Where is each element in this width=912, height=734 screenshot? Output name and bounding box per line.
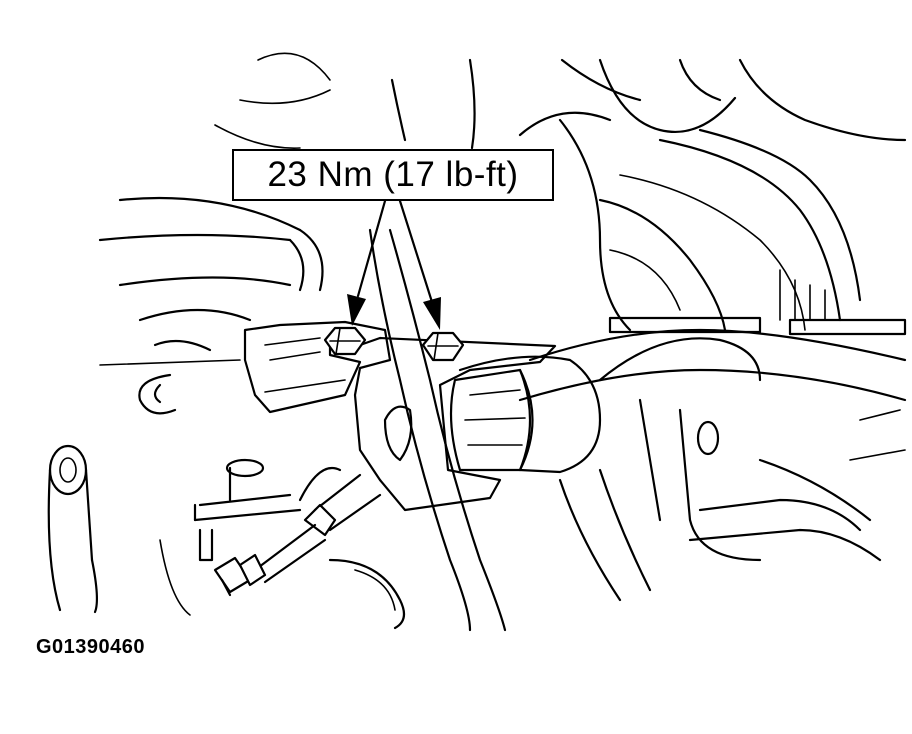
hydraulic-line: [253, 473, 382, 584]
hose-left: [98, 196, 324, 366]
torque-spec-label: 23 Nm (17 lb-ft): [267, 155, 519, 194]
lower-component: [159, 458, 406, 630]
electrical-connector-icon: [213, 553, 267, 597]
main-hose: [368, 228, 907, 632]
arrow-down-icon: [398, 199, 441, 330]
arrow-down-icon: [347, 199, 387, 326]
hose-clamp: [47, 373, 177, 614]
callout-arrows: [347, 199, 441, 330]
bracket-bolts: [323, 326, 465, 362]
background-linework: [214, 52, 907, 336]
bolt-icon: [323, 326, 367, 356]
mounting-bracket: [243, 320, 557, 512]
torque-callout: 23 Nm (17 lb-ft): [232, 149, 554, 201]
figure-id: G01390460: [36, 636, 146, 658]
background-linework-right: [558, 118, 906, 602]
bolt-icon: [421, 331, 465, 362]
